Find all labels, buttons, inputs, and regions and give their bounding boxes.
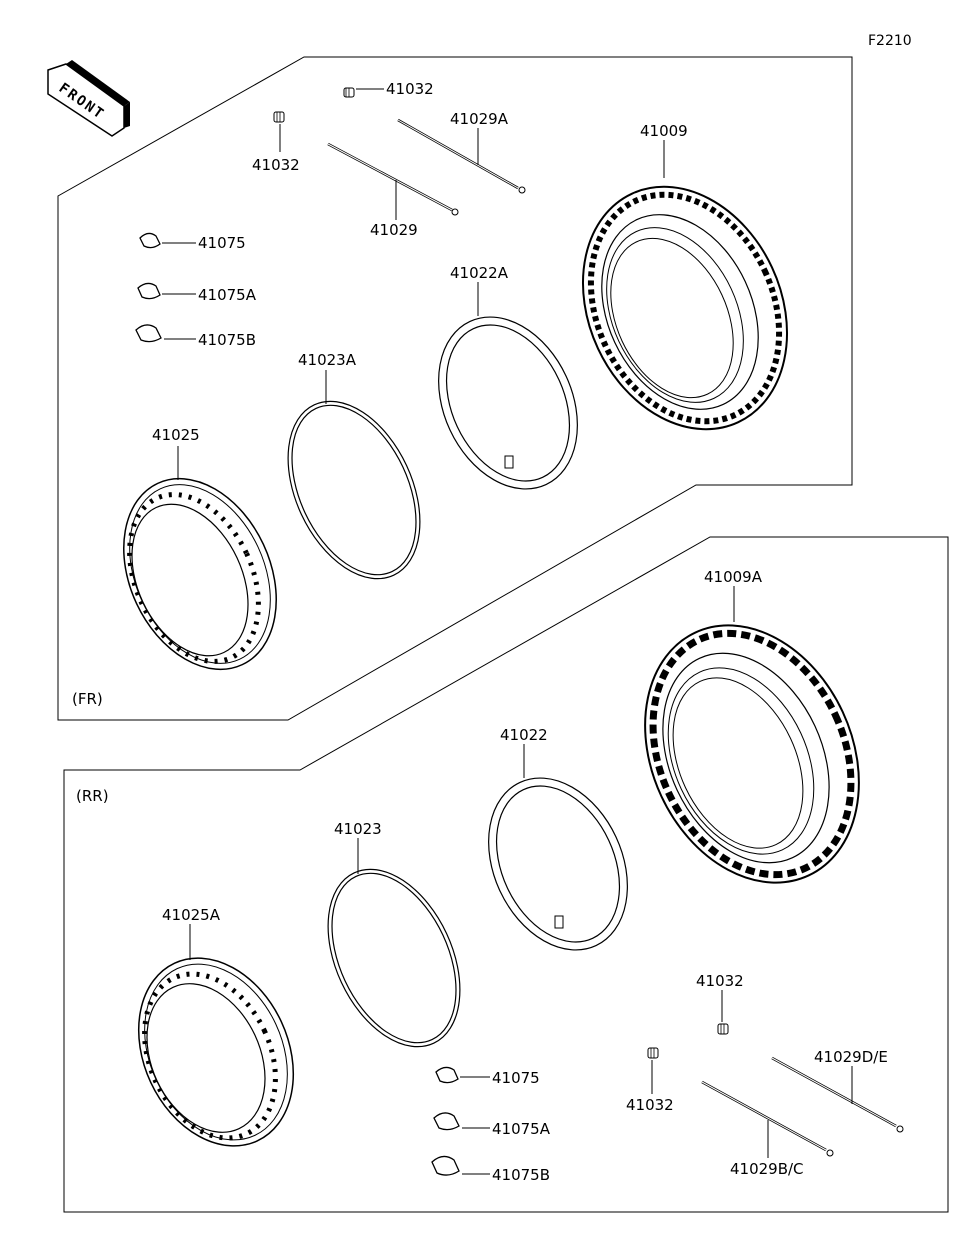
part-label-41029BC: 41029B/C	[730, 1160, 804, 1178]
figure-code: F2210	[868, 33, 912, 49]
valve-nut-icon	[273, 111, 285, 123]
rear-rim-band	[327, 868, 461, 1048]
part-label-41075A: 41075A	[492, 1120, 551, 1138]
part-label-41075: 41075	[198, 234, 246, 252]
rear-tube	[488, 777, 628, 951]
part-label-41032: 41032	[386, 80, 434, 98]
part-label-41009A: 41009A	[704, 568, 763, 586]
spoke-icon	[327, 142, 459, 216]
part-label-41029DE: 41029D/E	[814, 1048, 888, 1066]
balance-weight-icon	[137, 282, 161, 300]
rear-section-label: (RR)	[76, 787, 109, 805]
valve-nut-icon	[647, 1047, 659, 1059]
part-label-41075B: 41075B	[492, 1166, 550, 1184]
front-section: (FR) 41032 41032 41029A	[57, 56, 853, 721]
part-label-41032: 41032	[696, 972, 744, 990]
part-label-41025A: 41025A	[162, 906, 221, 924]
part-label-41022: 41022	[500, 726, 548, 744]
spoke-icon	[771, 1056, 904, 1133]
front-tube	[438, 316, 578, 490]
rear-rim	[137, 957, 295, 1147]
part-label-41025: 41025	[152, 426, 200, 444]
front-section-label: (FR)	[72, 690, 103, 708]
front-tire	[581, 185, 789, 431]
balance-weight-icon	[433, 1112, 460, 1131]
front-rim-band	[287, 400, 421, 580]
balance-weight-icon	[431, 1155, 460, 1176]
balance-weight-icon	[139, 232, 161, 249]
valve-nut-icon	[717, 1023, 729, 1035]
part-label-41022A: 41022A	[450, 264, 509, 282]
valve-nut-icon	[343, 87, 355, 98]
rear-section-border	[63, 536, 949, 1213]
part-label-41023A: 41023A	[298, 351, 357, 369]
balance-weight-icon	[435, 1066, 459, 1084]
front-rim	[123, 477, 277, 671]
balance-weight-icon	[135, 324, 162, 343]
part-label-41029: 41029	[370, 221, 418, 239]
rear-section: (RR) 41009A 41022 41023	[63, 536, 949, 1213]
front-arrow-icon: FRONT	[47, 60, 130, 137]
spoke-icon	[701, 1080, 834, 1157]
part-label-41009: 41009	[640, 122, 688, 140]
part-label-41075B: 41075B	[198, 331, 256, 349]
part-label-41023: 41023	[334, 820, 382, 838]
part-label-41032: 41032	[252, 156, 300, 174]
part-label-41029A: 41029A	[450, 110, 509, 128]
rear-tire	[644, 624, 860, 884]
part-label-41032: 41032	[626, 1096, 674, 1114]
spoke-icon	[397, 118, 526, 194]
part-label-41075A: 41075A	[198, 286, 257, 304]
front-section-border	[57, 56, 853, 721]
part-label-41075: 41075	[492, 1069, 540, 1087]
